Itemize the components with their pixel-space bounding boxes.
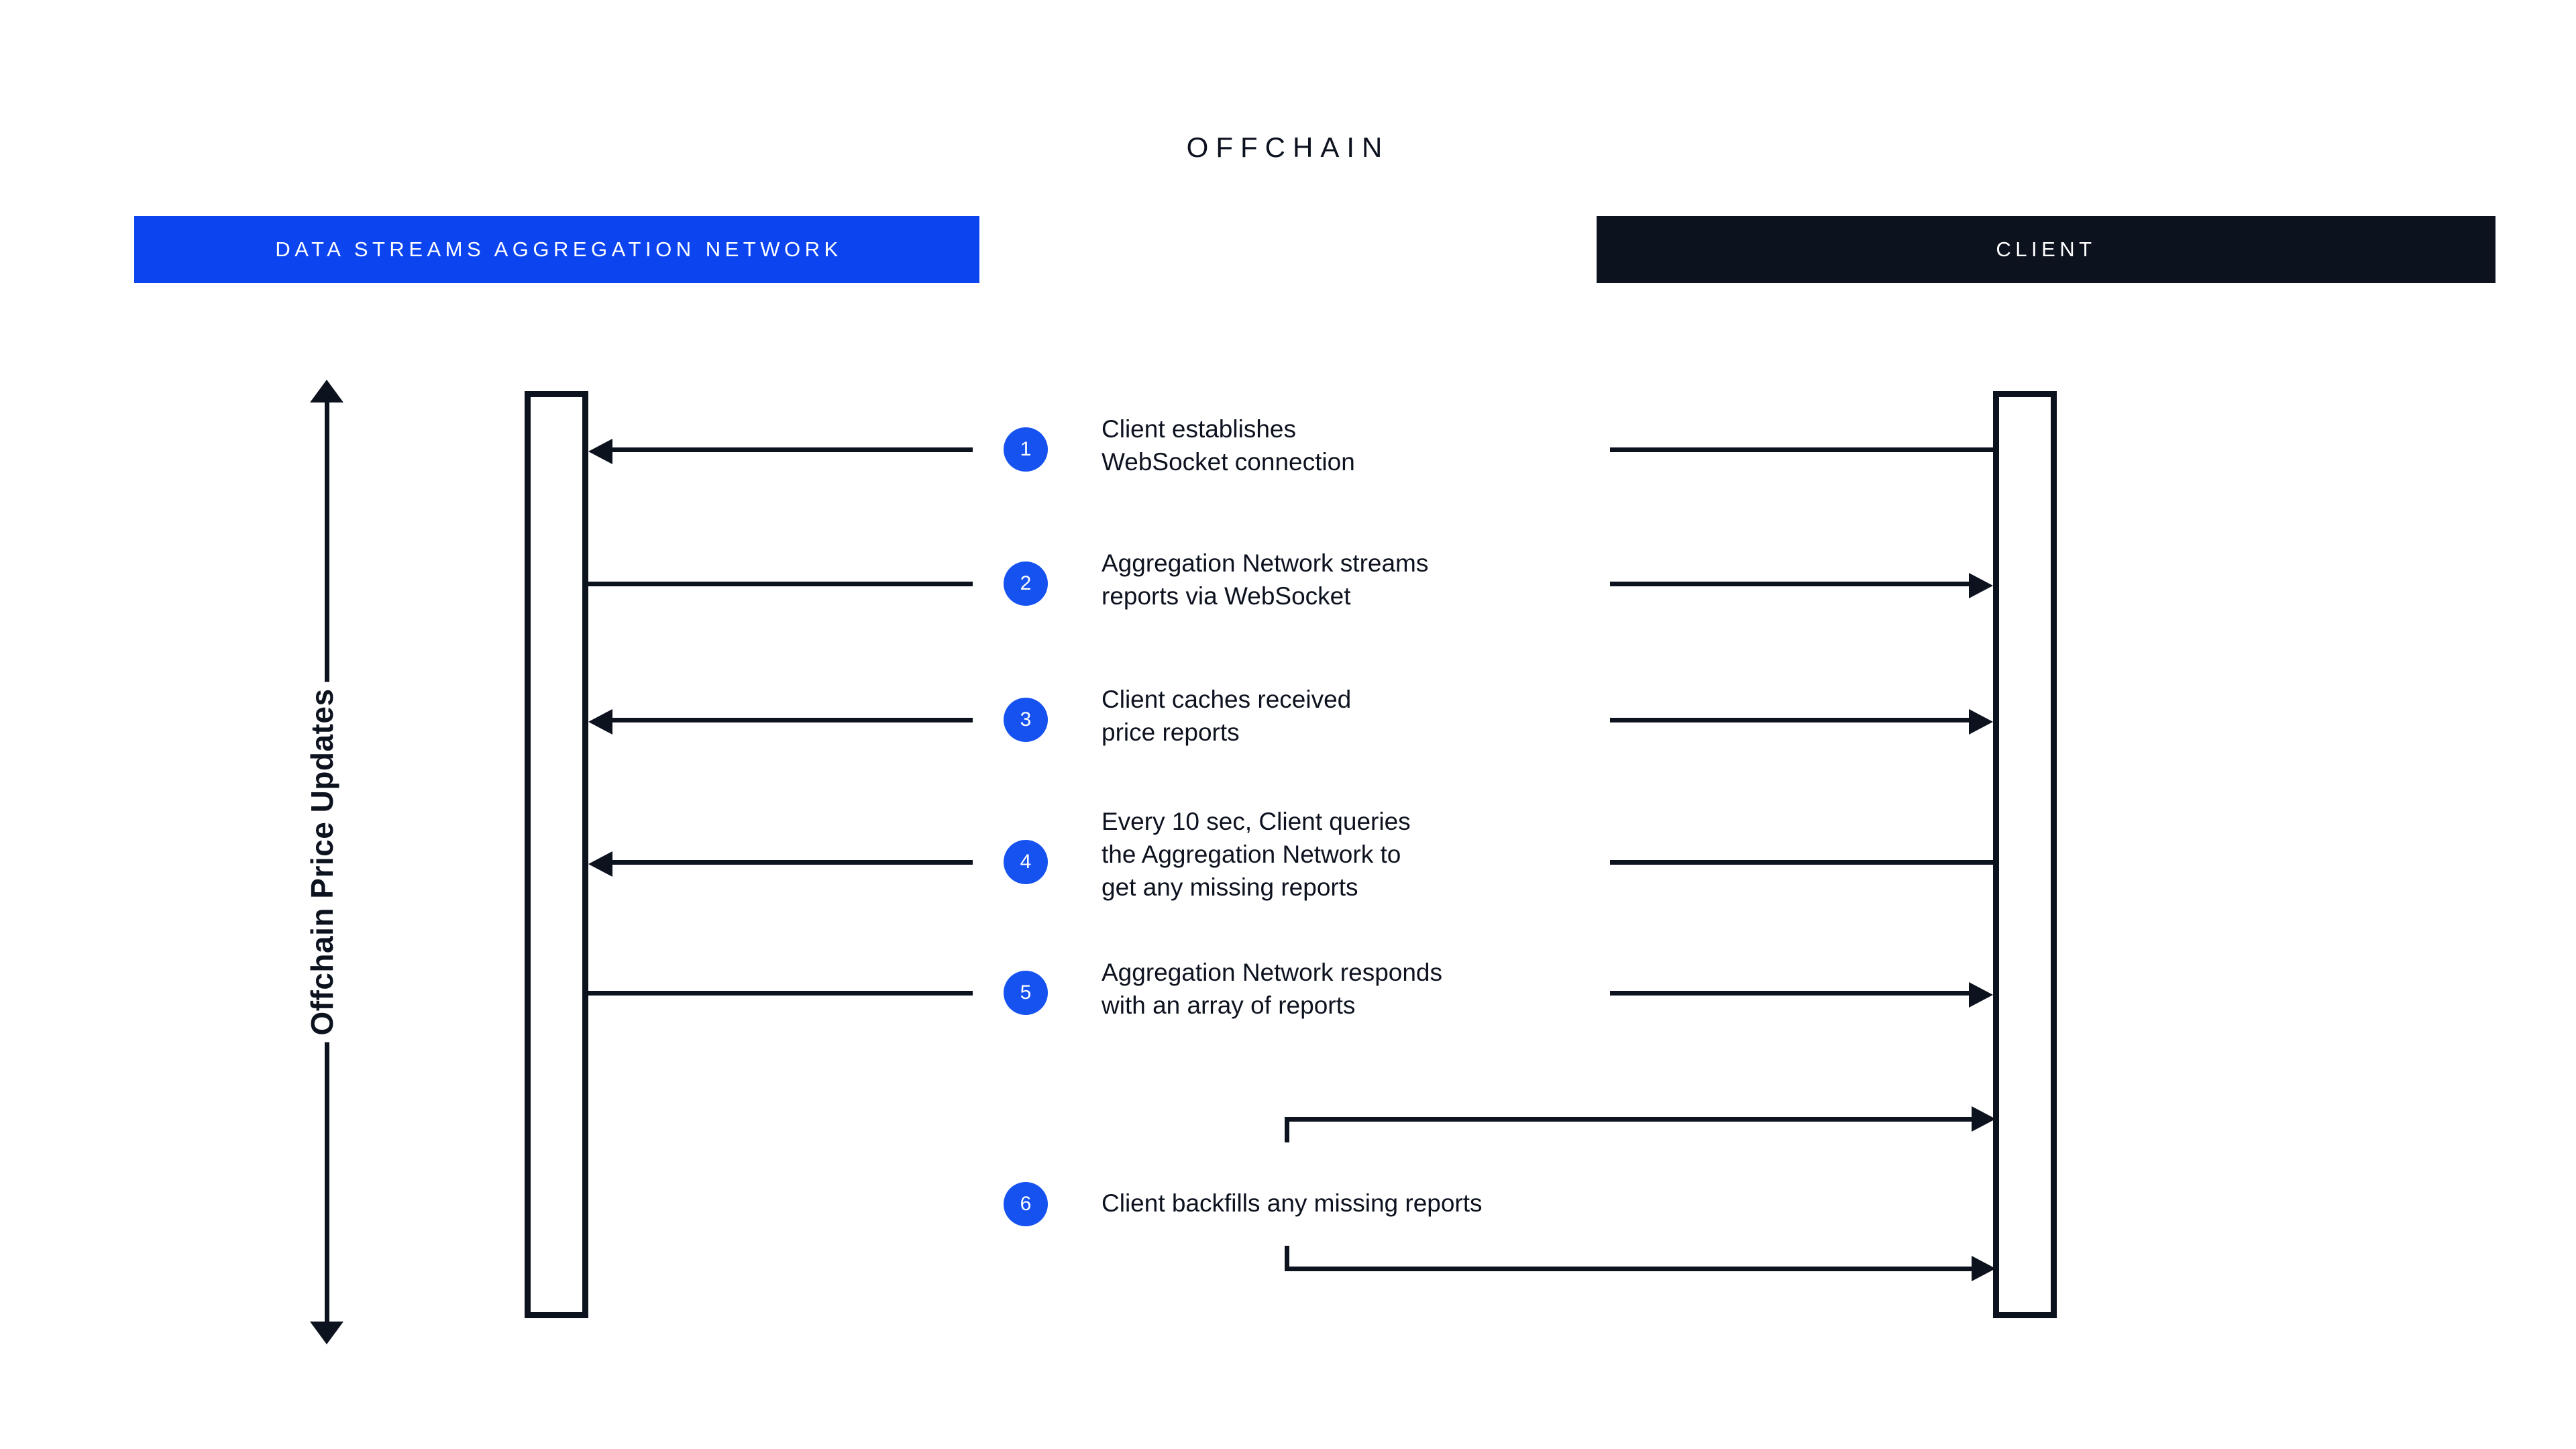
step-badge-2: 2 xyxy=(1004,561,1048,606)
message-line-right xyxy=(1610,991,1969,996)
step-badge-6: 6 xyxy=(1004,1182,1048,1226)
message-line-right xyxy=(1610,860,1993,865)
arrow-head-left-icon xyxy=(588,851,612,877)
self-loop-stub-bottom xyxy=(1285,1246,1289,1271)
step-badge-1: 1 xyxy=(1004,427,1048,472)
arrow-head-left-icon xyxy=(588,439,612,464)
step-text-3: Client caches received price reports xyxy=(1102,686,1352,746)
self-loop-stub-top xyxy=(1285,1117,1289,1142)
offchain-price-updates-axis: Offchain Price Updates xyxy=(268,376,376,1348)
arrow-head-right-icon xyxy=(1969,982,1993,1008)
step-badge-3: 3 xyxy=(1004,698,1048,742)
message-line-right xyxy=(1610,718,1969,722)
lifeline-aggregation-network xyxy=(525,391,588,1318)
step-badge-4: 4 xyxy=(1004,840,1048,884)
actor-header-client: CLIENT xyxy=(1597,216,2496,283)
message-line-right xyxy=(1610,447,1993,452)
self-loop-line-top xyxy=(1285,1117,1976,1122)
step-text-1: Client establishes WebSocket connection xyxy=(1102,415,1355,476)
arrow-head-right-icon xyxy=(1969,709,1993,735)
message-line-left xyxy=(588,582,973,586)
step-text-4: Every 10 sec, Client queries the Aggrega… xyxy=(1102,808,1411,901)
offchain-price-updates-label: Offchain Price Updates xyxy=(304,682,340,1042)
step-text-6: Client backfills any missing reports xyxy=(1102,1189,1483,1217)
message-line-left xyxy=(588,991,973,996)
self-loop-line-bottom xyxy=(1285,1267,1976,1271)
message-line-right xyxy=(1610,582,1969,586)
actor-header-aggregation-network: DATA STREAMS AGGREGATION NETWORK xyxy=(134,216,979,283)
arrow-head-left-icon xyxy=(588,709,612,735)
message-line-left xyxy=(612,718,973,722)
lifeline-client xyxy=(1993,391,2057,1318)
message-line-left xyxy=(612,860,973,865)
actor-header-aggregation-network-label: DATA STREAMS AGGREGATION NETWORK xyxy=(275,237,843,261)
self-loop-client-backfill xyxy=(1285,1106,1999,1281)
arrow-head-right-icon xyxy=(1969,573,1993,598)
actor-header-client-label: CLIENT xyxy=(1996,237,2096,261)
page-title: OFFCHAIN xyxy=(1186,131,1390,163)
arrow-head-right-icon xyxy=(1972,1256,1996,1281)
step-text-2: Aggregation Network streams reports via … xyxy=(1102,549,1429,610)
arrow-head-right-icon xyxy=(1972,1106,1996,1132)
step-badge-5: 5 xyxy=(1004,971,1048,1015)
arrow-down-icon xyxy=(310,1322,343,1344)
step-text-5: Aggregation Network responds with an arr… xyxy=(1102,959,1443,1019)
message-line-left xyxy=(612,447,973,452)
